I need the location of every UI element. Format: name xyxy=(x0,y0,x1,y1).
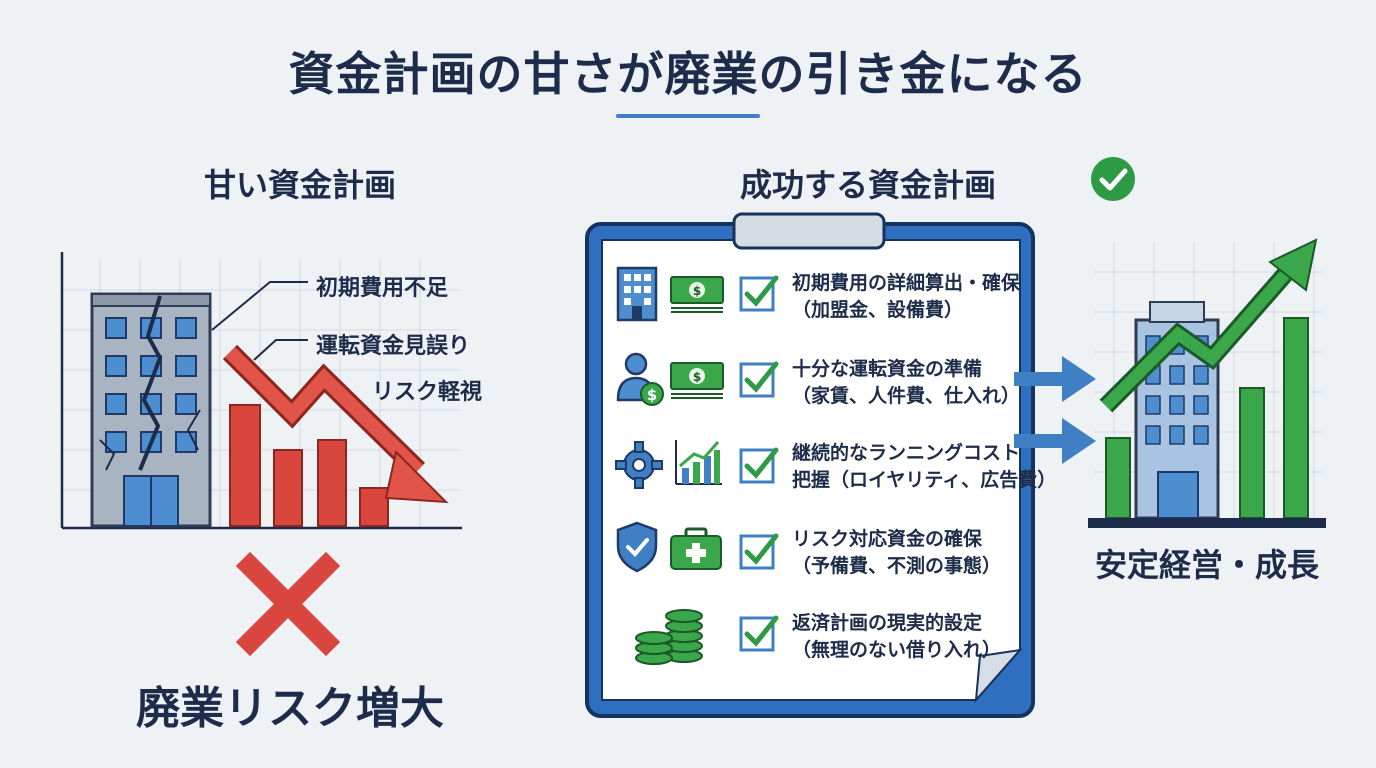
gear-icon xyxy=(615,441,663,489)
bad-plan-heading: 甘い資金計画 xyxy=(203,166,396,204)
red-x-icon xyxy=(236,552,340,656)
title-underline xyxy=(616,114,760,118)
checkbox-checked-icon xyxy=(739,533,779,570)
svg-text:$: $ xyxy=(693,284,701,298)
checkbox-checked-icon xyxy=(739,447,779,484)
checklist-item-title: 継続的なランニングコスト xyxy=(792,442,1021,464)
checklist-item-detail: （加盟金、設備費） xyxy=(792,299,964,321)
checklist-item-detail: 把握（ロイヤリティ、広告費） xyxy=(792,469,1057,491)
money-icon: $ xyxy=(670,276,724,313)
right-arrows-icon xyxy=(1014,356,1096,464)
checklist-item-title: リスク対応資金の確保 xyxy=(792,528,983,550)
check-badge-icon xyxy=(1091,157,1135,201)
checklist-item-title: 返済計画の現実的設定 xyxy=(792,612,983,634)
checklist-item-detail: （家賃、人件費、仕入れ） xyxy=(792,385,1021,407)
coin-stack-icon xyxy=(635,609,703,665)
svg-text:$: $ xyxy=(647,386,657,404)
checklist-item-detail: （無理のない借り入れ） xyxy=(792,639,1002,661)
declining-bar-chart-icon xyxy=(229,404,389,527)
bad-label-working-capital: 運転資金見誤り xyxy=(316,334,471,359)
svg-text:$: $ xyxy=(693,370,701,384)
money-icon: $ xyxy=(670,362,724,399)
up-arrow-icon xyxy=(1099,238,1318,413)
first-aid-kit-icon xyxy=(670,527,722,570)
checklist-item-title: 初期費用の詳細算出・確保 xyxy=(792,272,1021,294)
checklist-item-risk-fund: リスク対応資金の確保 （予備費、不測の事態） xyxy=(792,524,1001,578)
checklist-item-title: 十分な運転資金の準備 xyxy=(792,358,983,380)
checklist-item-working-capital: 十分な運転資金の準備 （家賃、人件費、仕入れ） xyxy=(792,354,1020,408)
person-dollar-icon: $ xyxy=(616,352,664,406)
shield-check-icon xyxy=(616,521,658,573)
checkbox-checked-icon xyxy=(739,275,779,312)
growth-illustration xyxy=(1088,238,1326,528)
cracked-building-icon xyxy=(90,292,212,528)
main-title: 資金計画の甘さが廃業の引き金になる xyxy=(288,47,1088,101)
checklist-item-repayment: 返済計画の現実的設定 （無理のない借り入れ） xyxy=(792,608,1001,662)
bad-label-initial-cost: 初期費用不足 xyxy=(316,276,449,301)
checkbox-checked-icon xyxy=(739,361,779,398)
checklist-item-detail: （予備費、不測の事態） xyxy=(792,555,1002,577)
good-plan-outcome: 安定経営・成長 xyxy=(1094,546,1319,584)
down-arrow-icon xyxy=(222,344,449,504)
good-plan-heading: 成功する資金計画 xyxy=(740,166,997,204)
checklist-clipboard xyxy=(585,212,1035,718)
bad-plan-illustration xyxy=(60,252,462,530)
bad-plan-result: 廃業リスク増大 xyxy=(136,683,444,734)
checklist-item-running-cost: 継続的なランニングコスト 把握（ロイヤリティ、広告費） xyxy=(792,438,1056,492)
green-bar-chart-icon xyxy=(1105,317,1309,519)
checkbox-checked-icon xyxy=(739,615,779,652)
building-icon xyxy=(616,266,658,322)
growth-chart-icon xyxy=(675,440,722,485)
bad-label-risk: リスク軽視 xyxy=(372,380,483,405)
checklist-item-initial-cost: 初期費用の詳細算出・確保 （加盟金、設備費） xyxy=(792,268,1020,322)
